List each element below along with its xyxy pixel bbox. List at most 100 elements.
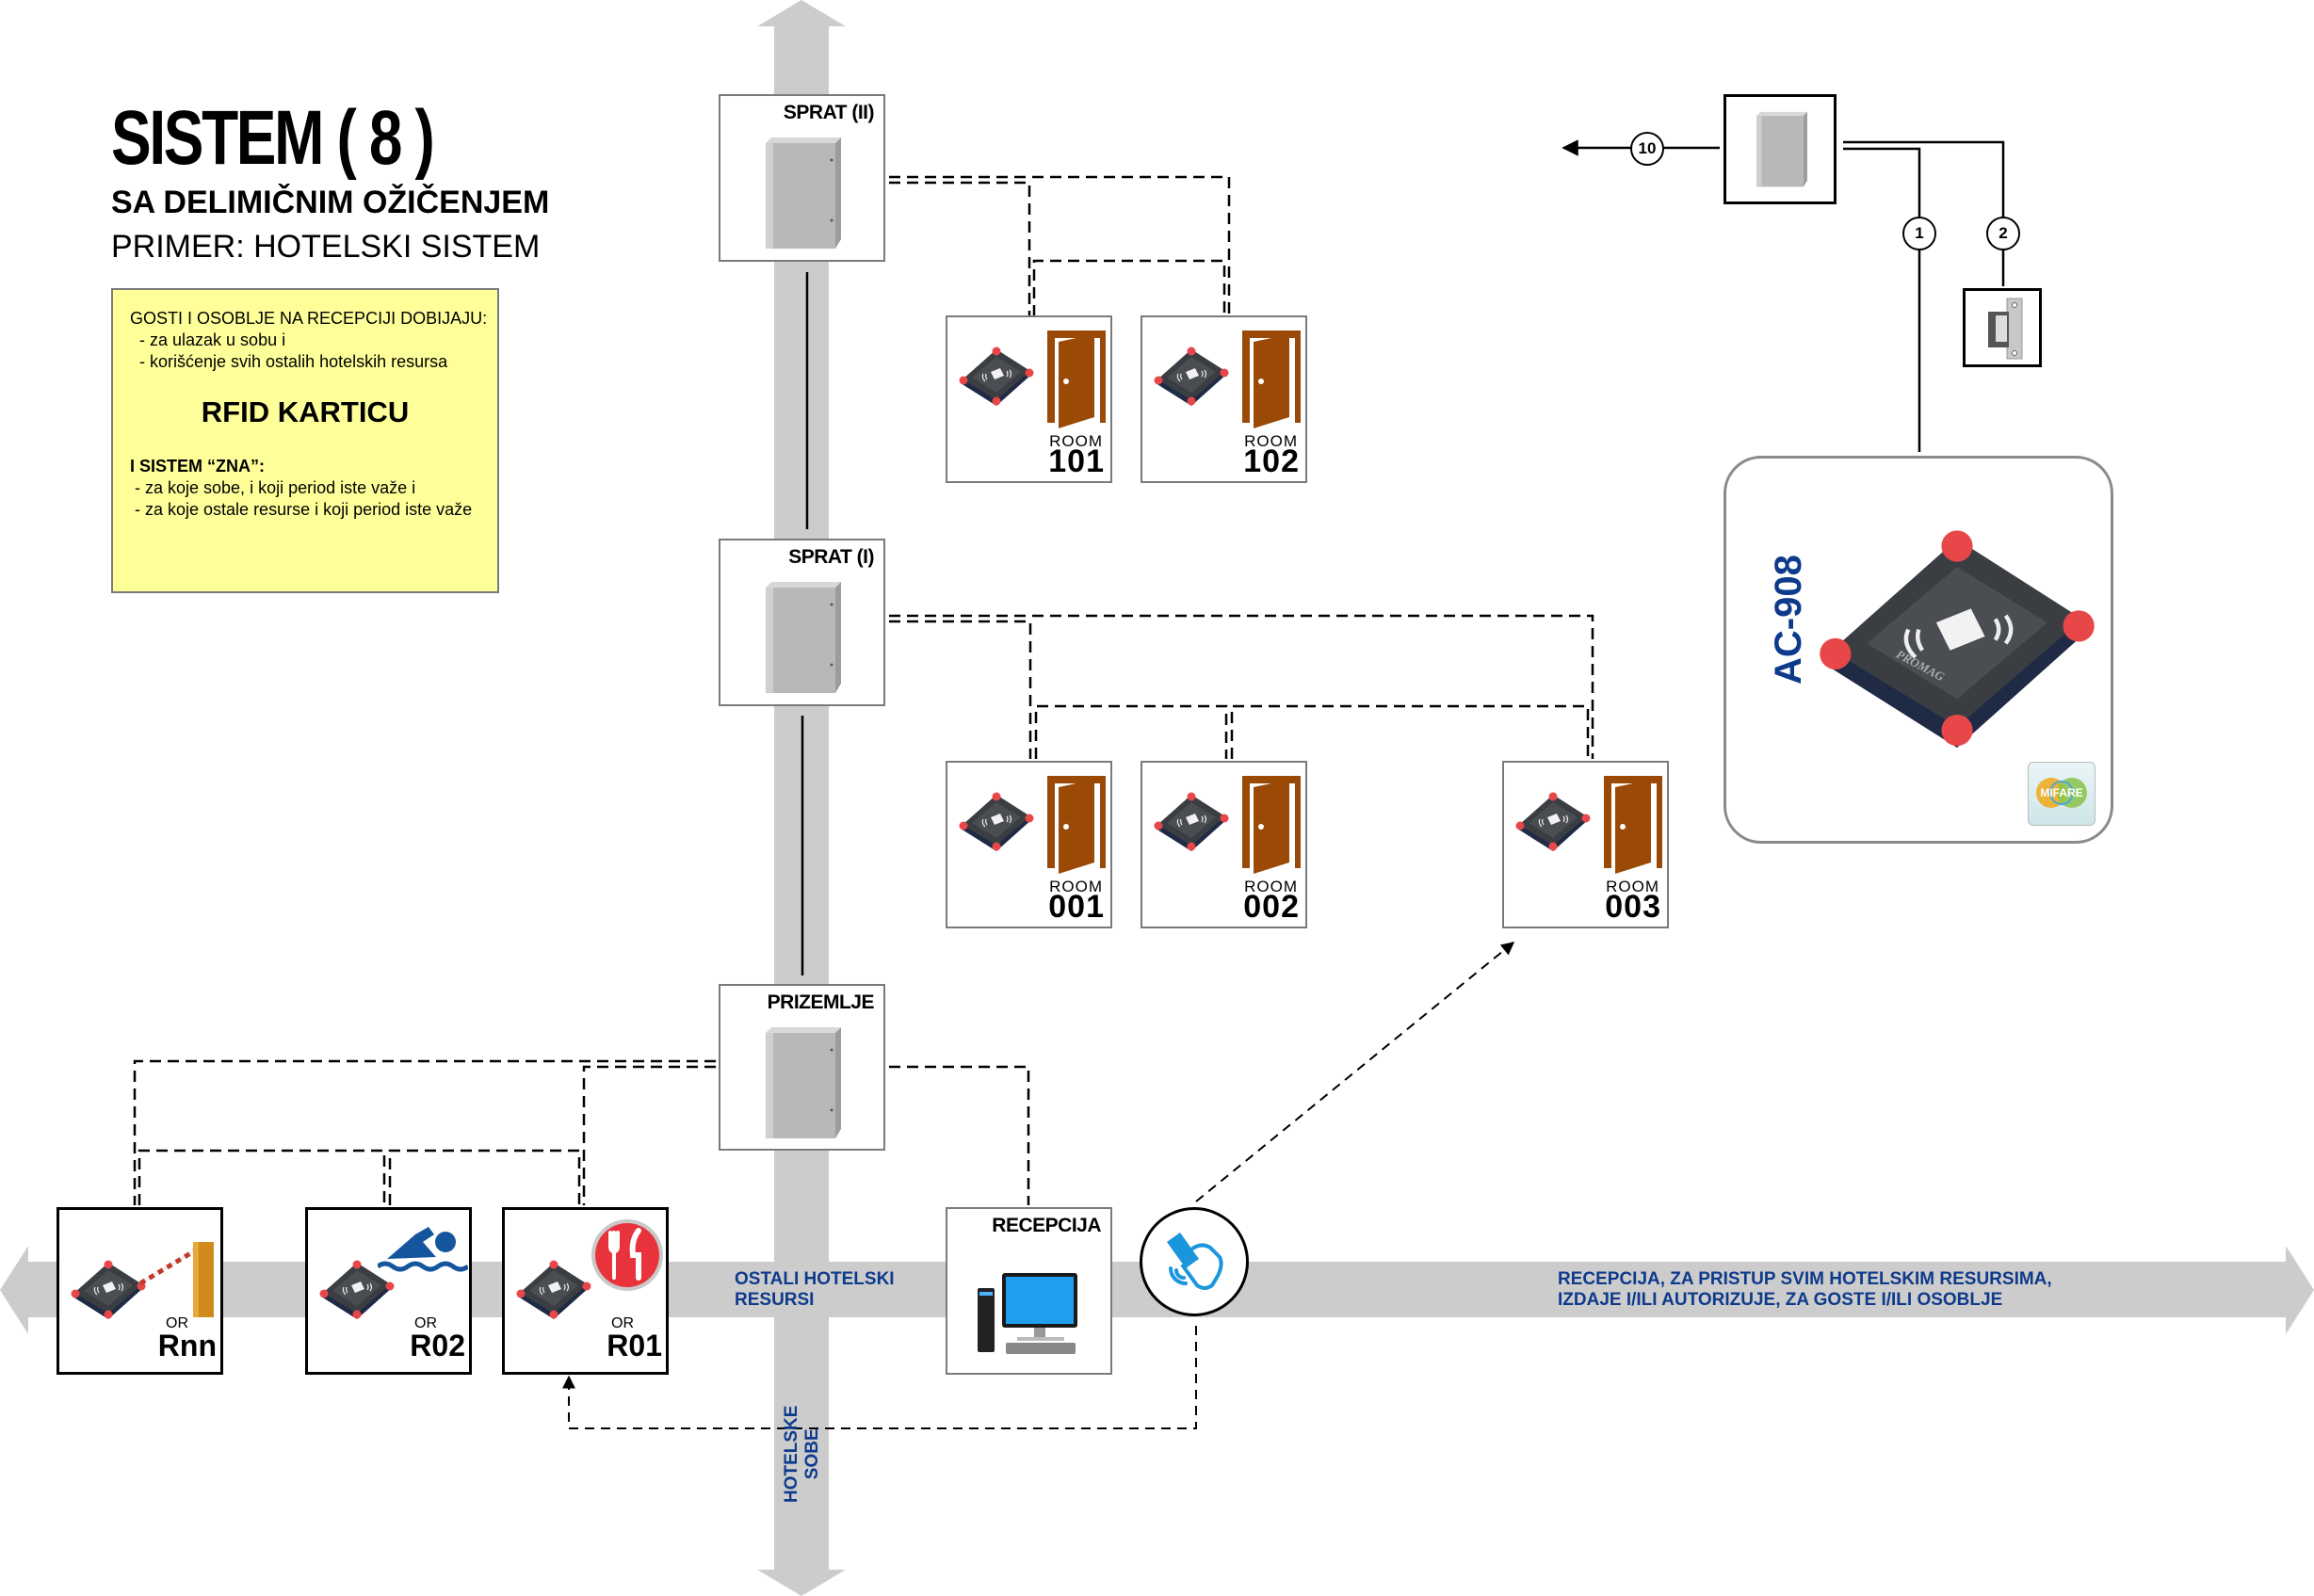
reader-model: AC-908 — [1768, 555, 1809, 685]
electric-strike-icon — [1988, 298, 2023, 360]
mifare-logo-icon — [2036, 778, 2087, 808]
reception-station[interactable]: RECEPCIJA — [946, 1207, 1112, 1375]
other-resources-label: OSTALI HOTELSKI RESURSI — [735, 1269, 895, 1311]
door-icon — [1242, 330, 1301, 428]
controller-cabinet-icon — [766, 137, 841, 249]
connection-badge-10: 10 — [1630, 132, 1664, 166]
label-line: SOBE — [802, 1428, 822, 1480]
bus-sprat1-inner — [889, 620, 1032, 759]
room-number: 002 — [1243, 889, 1300, 925]
page-example-caption: PRIMER: HOTELSKI SISTEM — [111, 229, 541, 265]
wire-2 — [1843, 140, 2005, 286]
room-002[interactable]: ROOM 002 — [1141, 761, 1307, 928]
connection-badge-2: 2 — [1986, 217, 2020, 250]
floor-label: SPRAT (II) — [783, 102, 875, 123]
label-line: RESURSI — [735, 1290, 815, 1310]
note-item: - korišćenje svih ostalih hotelskih resu… — [130, 352, 448, 371]
bus-ground-loop2 — [388, 1149, 581, 1205]
room-101[interactable]: ROOM 101 — [946, 315, 1112, 483]
door-controller[interactable] — [1723, 94, 1837, 204]
resource-code: R02 — [410, 1329, 465, 1362]
reception-note-label: RECEPCIJA, ZA PRISTUP SVIM HOTELSKIM RES… — [1558, 1269, 2052, 1311]
room-001[interactable]: ROOM 001 — [946, 761, 1112, 928]
page-title: SISTEM ( 8 ) — [111, 95, 435, 181]
label-line: OSTALI HOTELSKI — [735, 1269, 895, 1289]
rfid-reader-icon — [1153, 346, 1230, 407]
rfid-reader-icon — [1153, 791, 1230, 852]
bus-ground-outer — [133, 1059, 716, 1205]
room-003[interactable]: ROOM 003 — [1502, 761, 1669, 928]
floor-label: PRIZEMLJE — [767, 991, 875, 1013]
note-highlight: RFID KARTICU — [201, 395, 410, 428]
room-number: 001 — [1048, 889, 1105, 925]
card-issuance-node[interactable] — [1140, 1207, 1249, 1316]
room-word: ROOM — [1244, 432, 1298, 450]
computer-icon — [978, 1273, 1077, 1354]
note-intro: GOSTI I OSOBLJE NA RECEPCIJI DOBIJAJU: — [130, 309, 488, 328]
bus-ground-inner — [582, 1065, 716, 1205]
mifare-badge: MIFARE — [2028, 762, 2096, 826]
resource-r02[interactable]: OR R02 — [305, 1207, 472, 1375]
bus-sprat2-loop — [1032, 259, 1226, 316]
label-line: RECEPCIJA, ZA PRISTUP SVIM HOTELSKIM RES… — [1558, 1269, 2052, 1289]
room-number: 101 — [1048, 443, 1105, 479]
room-word: ROOM — [1606, 878, 1659, 895]
bus-ground-loop — [138, 1149, 386, 1205]
card-to-resource-arrow — [562, 1326, 1197, 1429]
label-line: HOTELSKE — [782, 1405, 801, 1503]
rfid-reader-icon — [1514, 791, 1592, 852]
card-tap-icon — [1167, 1233, 1223, 1290]
page-subtitle: SA DELIMIČNIM OŽIČENJEM — [111, 185, 550, 220]
bus-sprat2-inner — [889, 181, 1031, 316]
note-system-item: - za koje ostale resurse i koji period i… — [130, 500, 473, 519]
connection-badge-1: 1 — [1902, 217, 1936, 250]
room-word: ROOM — [1049, 878, 1103, 895]
resource-code: R01 — [607, 1329, 662, 1362]
info-note: GOSTI I OSOBLJE NA RECEPCIJI DOBIJAJU: -… — [111, 288, 499, 593]
floor-controller-ground[interactable]: PRIZEMLJE — [719, 984, 885, 1151]
note-system-heading: I SISTEM “ZNA”: — [130, 457, 265, 476]
room-number: 102 — [1243, 443, 1300, 479]
floor-controller-sprat-2[interactable]: SPRAT (II) — [719, 94, 885, 262]
resource-or-label: OR — [414, 1315, 437, 1331]
hotel-rooms-label: HOTELSKE SOBE — [782, 1406, 823, 1503]
rfid-reader-large-icon — [1811, 515, 2103, 779]
swimming-pool-icon — [378, 1227, 468, 1272]
room-102[interactable]: ROOM 102 — [1141, 315, 1307, 483]
controller-cabinet-icon — [766, 1027, 841, 1138]
bus-sprat1-loop — [1034, 704, 1228, 759]
rfid-reader-icon — [958, 346, 1035, 407]
card-to-room-arrow — [1195, 942, 1515, 1202]
room-number: 003 — [1605, 889, 1661, 925]
reception-label: RECEPCIJA — [992, 1215, 1101, 1236]
room-word: ROOM — [1049, 432, 1103, 450]
reader-product-panel: AC-908 PROMAG MIFARE — [1723, 456, 2113, 844]
note-item: - za ulazak u sobu i — [130, 330, 286, 349]
resource-or-label: OR — [166, 1315, 188, 1331]
bus-sprat1-outer — [889, 614, 1594, 759]
resource-r01[interactable]: OR R01 — [502, 1207, 669, 1375]
floor-controller-sprat-1[interactable]: SPRAT (I) — [719, 539, 885, 706]
label-line: IZDAJE I/ILI AUTORIZUJE, ZA GOSTE I/ILI … — [1558, 1290, 2003, 1310]
floor-label: SPRAT (I) — [788, 546, 874, 568]
door-icon — [1047, 330, 1106, 428]
door-icon — [1242, 776, 1301, 874]
bus-sprat1-loop2 — [1230, 704, 1590, 759]
mifare-label: MIFARE — [2040, 786, 2083, 799]
controller-cabinet-icon — [1756, 111, 1807, 187]
restaurant-icon — [591, 1219, 663, 1291]
electric-strike[interactable] — [1963, 288, 2042, 367]
bus-sprat2-outer — [889, 175, 1231, 316]
room-word: ROOM — [1244, 878, 1298, 895]
parking-barrier-icon — [138, 1242, 214, 1317]
note-system-item: - za koje sobe, i koji period iste važe … — [130, 478, 416, 497]
wire-1 — [1843, 147, 1921, 452]
door-icon — [1047, 776, 1106, 874]
door-icon — [1604, 776, 1662, 874]
rfid-reader-icon — [515, 1259, 592, 1320]
resource-or-label: OR — [611, 1315, 634, 1331]
rfid-reader-icon — [958, 791, 1035, 852]
bus-ground-reception — [889, 1065, 1030, 1205]
resource-code: Rnn — [157, 1329, 217, 1362]
resource-rnn[interactable]: OR Rnn — [57, 1207, 223, 1375]
